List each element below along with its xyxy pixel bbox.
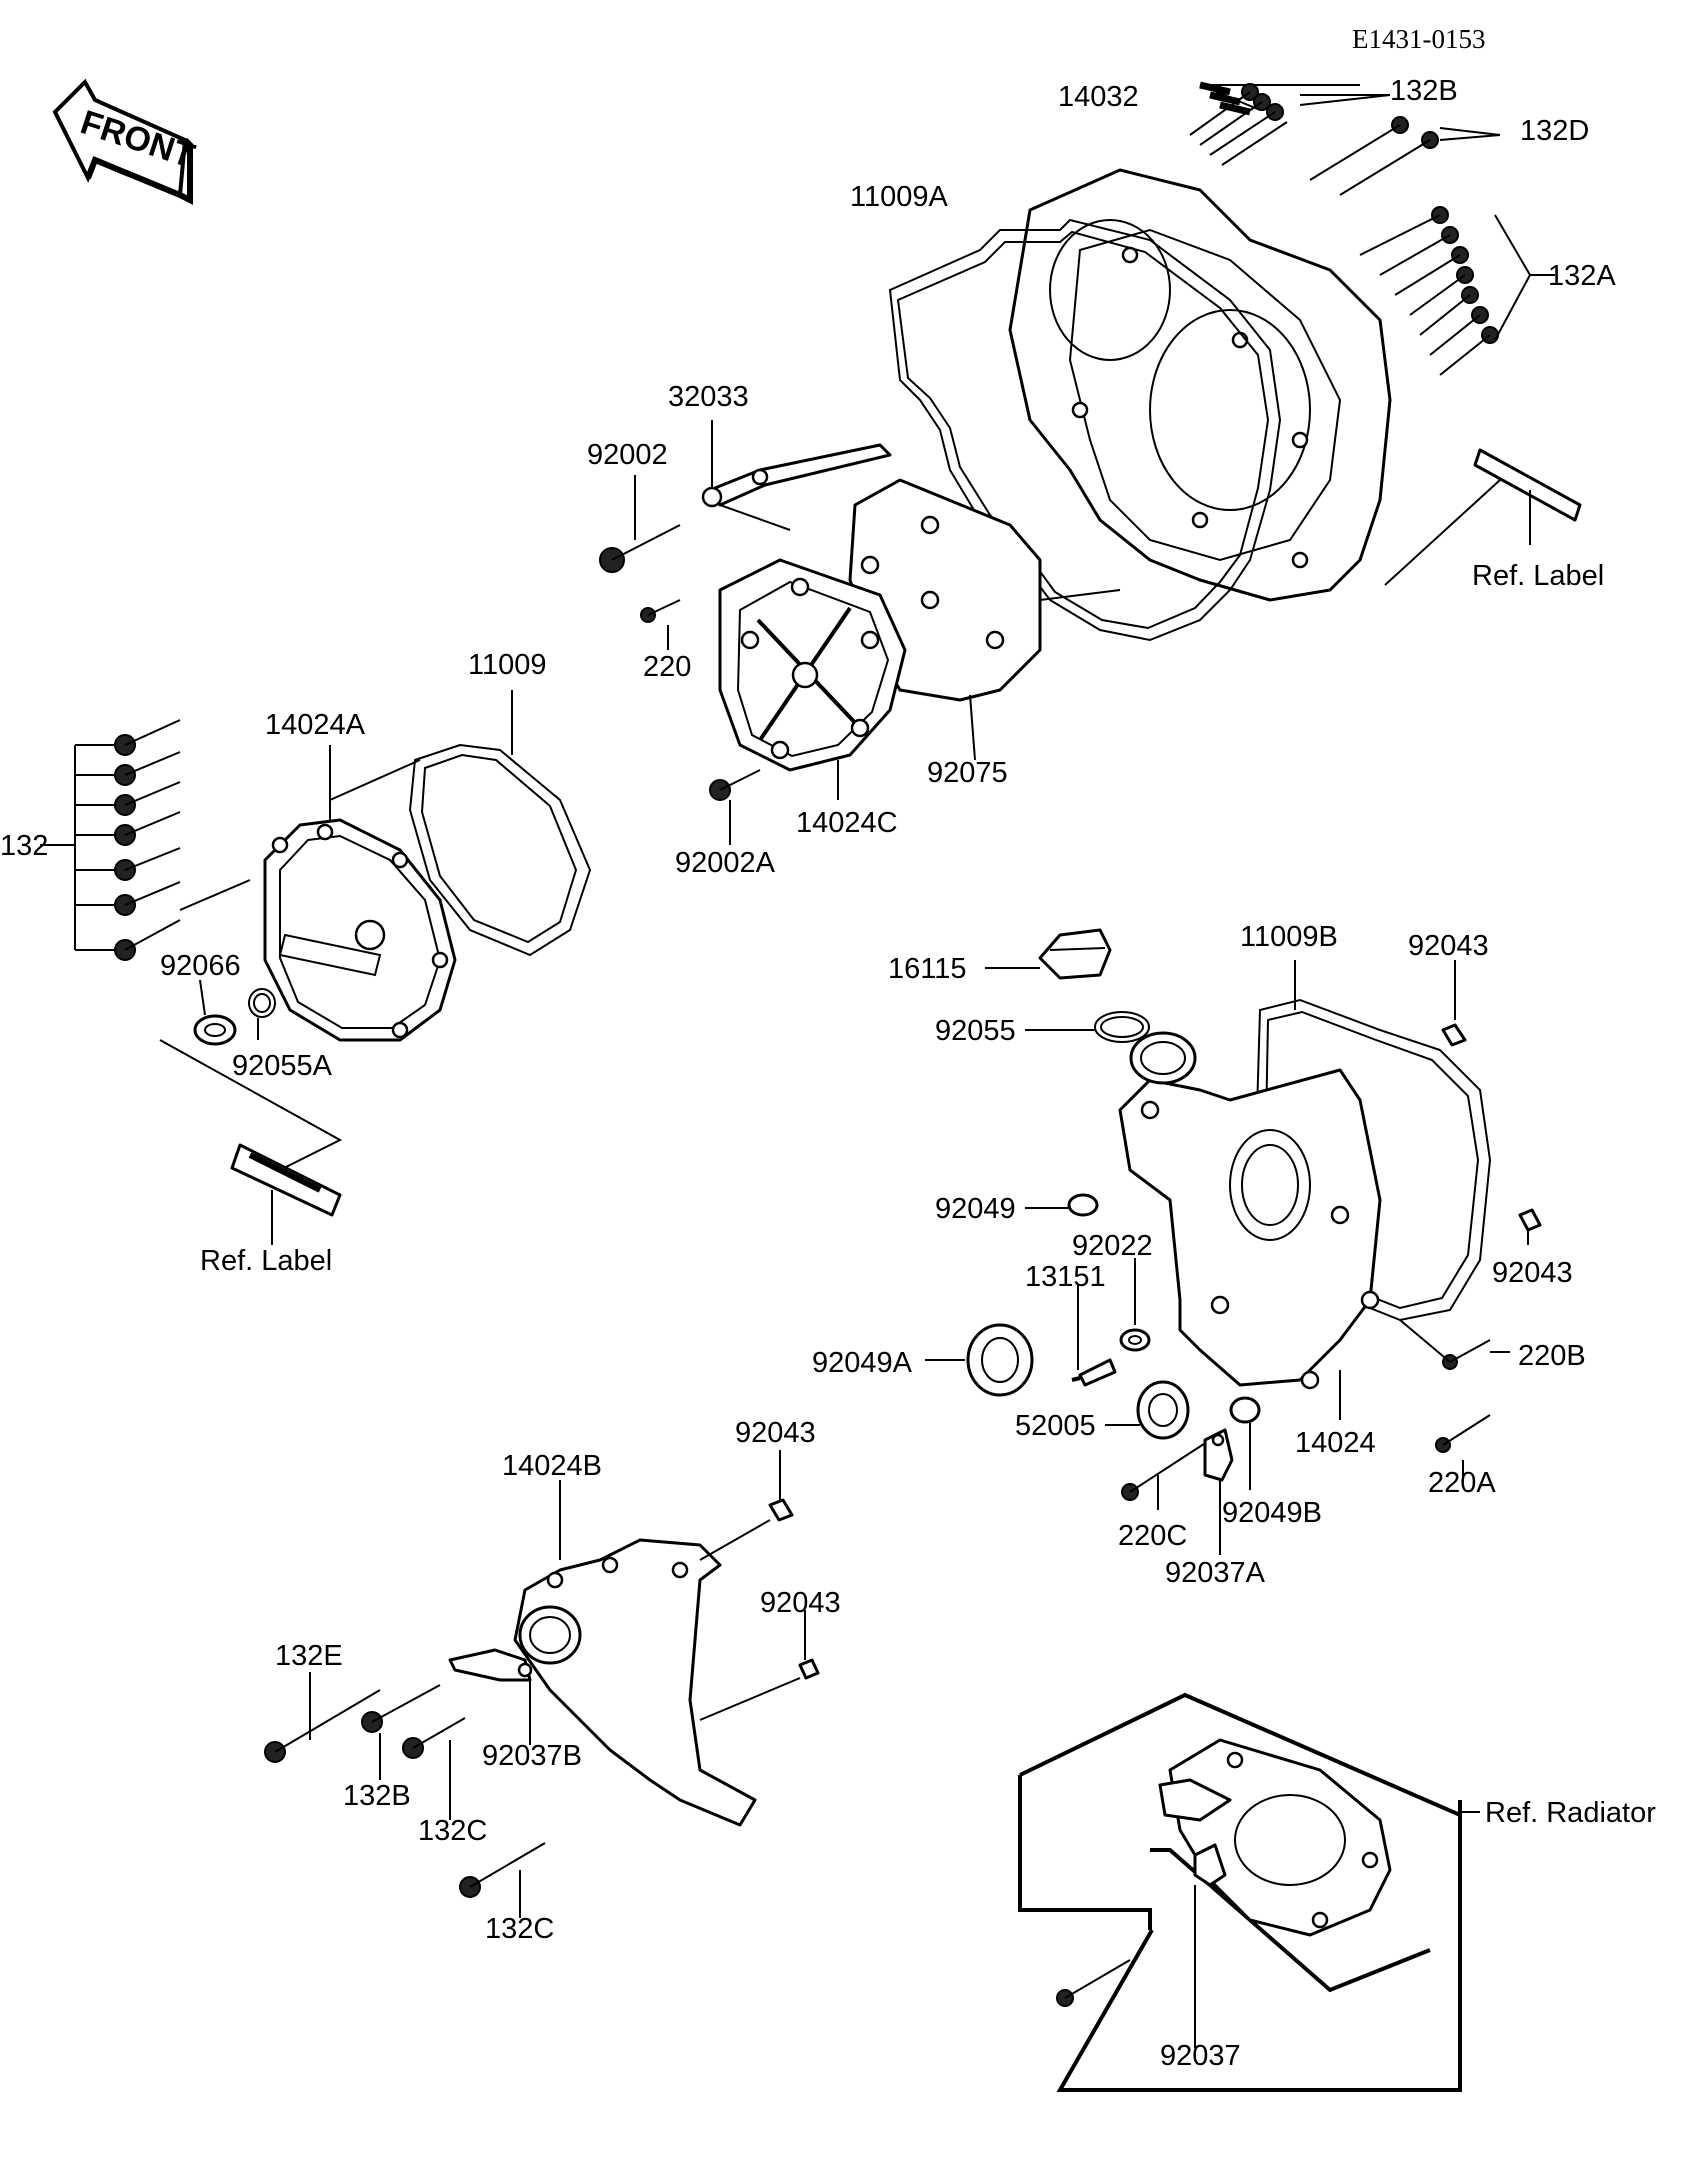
label-92043-b: 92043 [1492, 1257, 1573, 1289]
label-14024C: 14024C [796, 807, 898, 839]
bolt-220B [1399, 1319, 1510, 1370]
label-ref-radiator: Ref. Radiator [1485, 1797, 1656, 1829]
label-11009A: 11009A [850, 181, 948, 213]
bolt-92002A [709, 769, 761, 845]
label-220B: 220B [1518, 1340, 1586, 1372]
label-92066: 92066 [160, 950, 241, 982]
label-14024A: 14024A [265, 709, 366, 741]
clutch-cover-14032 [1008, 168, 1392, 602]
bolt-13151 [1071, 1285, 1117, 1387]
label-92043-c: 92043 [735, 1417, 816, 1449]
bolts-132B-top [1189, 81, 1391, 166]
dowel-92043-b [1518, 1208, 1542, 1245]
drawing-code: E1431-0153 [1352, 24, 1485, 54]
label-92049: 92049 [935, 1193, 1016, 1225]
label-ref-label-top: Ref. Label [1472, 560, 1604, 592]
bracket-32033 [701, 420, 892, 531]
bolt-group-132 [40, 719, 251, 961]
bolt-132C-a [402, 1717, 466, 1820]
label-13151: 13151 [1025, 1261, 1106, 1293]
washer-92022 [1119, 1258, 1151, 1352]
label-11009B: 11009B [1240, 921, 1338, 953]
label-132C-b: 132C [485, 1913, 554, 1945]
label-220: 220 [643, 651, 691, 683]
label-92055A: 92055A [232, 1050, 333, 1082]
plug-92066 [193, 979, 237, 1046]
label-14024B: 14024B [502, 1450, 602, 1482]
label-220C: 220C [1118, 1520, 1187, 1552]
bearing-52005 [1105, 1380, 1190, 1440]
label-132: 132 [0, 830, 48, 862]
label-92037A: 92037A [1165, 1557, 1266, 1589]
cover-14024C [718, 558, 907, 800]
label-92075: 92075 [927, 757, 1008, 789]
dowel-92043-d [699, 1610, 820, 1721]
label-92037: 92037 [1160, 2040, 1241, 2072]
bolt-92002 [599, 475, 681, 573]
bolt-132C-b [459, 1842, 546, 1918]
label-132B-low: 132B [343, 1780, 411, 1812]
seal-92049B [1229, 1396, 1261, 1490]
label-92002A: 92002A [675, 847, 776, 879]
bolts-132A [1359, 206, 1555, 376]
clamp-92037B [448, 1648, 533, 1745]
label-92002: 92002 [587, 439, 668, 471]
label-220A: 220A [1428, 1467, 1496, 1499]
part-labels: 132B 132D 14032 11009A 132A 32033 92002 … [0, 75, 1656, 2072]
label-16115: 16115 [888, 953, 967, 985]
o-ring-92055 [1025, 1011, 1150, 1043]
label-92049A: 92049A [812, 1347, 913, 1379]
label-92055: 92055 [935, 1015, 1016, 1047]
radiator-reference-box [1018, 1692, 1480, 2092]
oil-filler-cap-16115 [985, 928, 1112, 980]
label-11009: 11009 [468, 649, 547, 681]
label-92049B: 92049B [1222, 1497, 1322, 1529]
ref-label-plate-top [1384, 448, 1582, 586]
label-14024: 14024 [1295, 1427, 1376, 1459]
dowel-92043-a [1441, 960, 1467, 1047]
seal-92049 [1025, 1193, 1099, 1217]
label-ref-label-left: Ref. Label [200, 1245, 332, 1277]
label-132A: 132A [1548, 260, 1616, 292]
label-14032: 14032 [1058, 81, 1139, 113]
label-52005: 52005 [1015, 1410, 1096, 1442]
bolt-220A [1435, 1414, 1491, 1478]
label-132B-top: 132B [1390, 75, 1458, 107]
clamp-92037A [1203, 1428, 1234, 1555]
label-92043-a: 92043 [1408, 930, 1489, 962]
gasket-11009 [408, 690, 592, 957]
label-92037B: 92037B [482, 1740, 582, 1772]
bolt-220C [1121, 1439, 1211, 1510]
gasket-11009A [888, 218, 1282, 642]
sprocket-cover-14024B [513, 1480, 757, 1827]
generator-cover-14024A [263, 745, 457, 1042]
ref-label-plate-left [159, 1039, 343, 1245]
bolt-220 [640, 599, 681, 650]
label-92043-d: 92043 [760, 1587, 841, 1619]
bolt-132B-low [361, 1684, 441, 1780]
label-92022: 92022 [1072, 1230, 1153, 1262]
bolt-132E [264, 1672, 381, 1763]
seal-92049A [925, 1323, 1034, 1397]
label-32033: 32033 [668, 381, 749, 413]
water-pump-cover-14024 [1118, 1031, 1382, 1420]
front-arrow-icon: FRONT [52, 78, 199, 205]
label-132D: 132D [1520, 115, 1589, 147]
label-132E: 132E [275, 1640, 343, 1672]
dowel-92043-c [699, 1450, 794, 1561]
o-ring-92055A [248, 988, 276, 1040]
bolts-132D [1309, 116, 1501, 196]
label-132C-a: 132C [418, 1815, 487, 1847]
